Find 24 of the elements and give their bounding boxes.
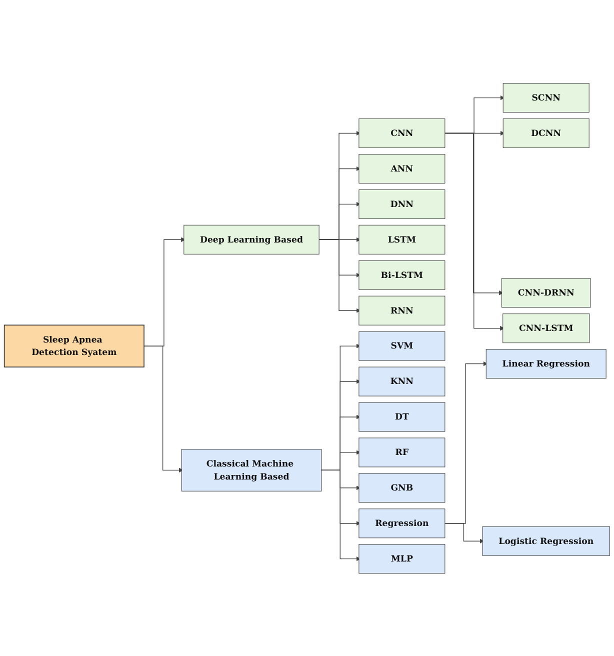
node-box: RF: [358, 437, 446, 467]
node-box: ANN: [358, 154, 446, 184]
node-box: KNN: [358, 366, 446, 396]
node-box: Deep Learning Based: [184, 224, 320, 254]
node-box: Linear Regression: [486, 348, 606, 378]
node-box: Logistic Regression: [482, 526, 610, 556]
node-box: CNN: [358, 118, 446, 148]
node-box: SCNN: [502, 82, 590, 112]
node-box: DT: [358, 402, 446, 432]
node-box: DCNN: [502, 118, 590, 148]
node-box: Sleep Apnea Detection Syatem: [4, 324, 144, 368]
node-box: Bi-LSTM: [358, 260, 446, 290]
arrow: [444, 522, 484, 544]
arrow: [144, 345, 184, 472]
node-box: Classical Machine Learning Based: [181, 448, 322, 492]
node-box: DNN: [358, 189, 446, 219]
node-box: LSTM: [358, 224, 446, 254]
node-box: GNB: [358, 472, 446, 502]
node-box: SVM: [358, 330, 446, 360]
node-box: CNN-DRNN: [502, 278, 591, 308]
node-box: MLP: [358, 544, 446, 574]
node-box: Regression: [358, 508, 446, 538]
node-box: CNN-LSTM: [502, 313, 590, 343]
node-box: RNN: [358, 295, 446, 326]
